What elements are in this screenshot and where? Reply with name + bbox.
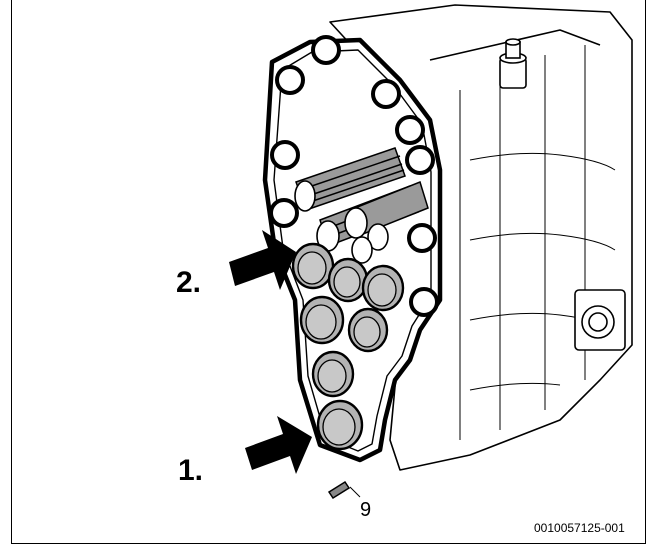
arrow-step-2 — [229, 230, 296, 290]
step-2-label: 2. — [176, 266, 202, 299]
callout-9-label: 9 — [360, 499, 372, 521]
tube-openings — [294, 180, 389, 264]
gasket-bolt-rings — [269, 35, 439, 317]
arrow-step-1 — [245, 416, 312, 474]
flue-tubes — [295, 147, 429, 247]
top-connector — [499, 38, 527, 89]
flue-plug-faces — [297, 251, 397, 446]
figure-id: 0010057125-001 — [534, 521, 625, 535]
screw-part-9 — [327, 480, 361, 500]
step-1-label: 1. — [178, 454, 204, 487]
